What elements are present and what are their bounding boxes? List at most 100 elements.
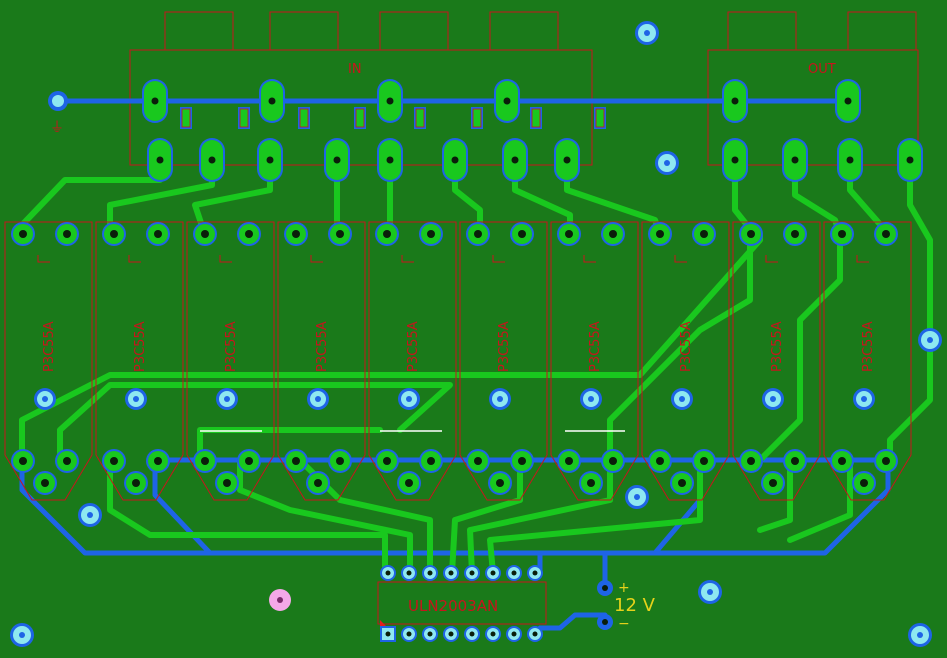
relay-label: P3C55A [315, 321, 330, 372]
connector-pad-bottom [442, 138, 468, 182]
jack-3 [379, 11, 449, 51]
ic-label: ULN2003AN [408, 597, 498, 615]
relay-coil-pad [237, 222, 261, 246]
mounting-holes [10, 21, 942, 647]
relay-common-pad [488, 471, 512, 495]
relay-mount-hole [489, 388, 511, 410]
relay-common-pad [579, 471, 603, 495]
smd-pad [298, 107, 310, 129]
relay-contact-pad [193, 449, 217, 473]
ic-pin-top [443, 565, 459, 581]
relay-label: P3C55A [497, 321, 512, 372]
relay-coil-pad [466, 222, 490, 246]
connector-pad-bottom [782, 138, 808, 182]
relay-contact-pad [11, 449, 35, 473]
relay-coil-pad [510, 222, 534, 246]
relay-contact-pad [783, 449, 807, 473]
connector-pads [142, 79, 923, 182]
relay: P3C55A [4, 221, 93, 501]
relay-contact-pad [328, 449, 352, 473]
relay: P3C55A [277, 221, 366, 501]
connector-pad-bottom [257, 138, 283, 182]
relay-contact-pad [510, 449, 534, 473]
relay-contact-pad [557, 449, 581, 473]
relay-contact-pad [466, 449, 490, 473]
relay-contact-pad [237, 449, 261, 473]
ic-pin-top [527, 565, 543, 581]
relay-coil-pad [692, 222, 716, 246]
in-connector-box [129, 49, 593, 166]
relay: P3C55A [550, 221, 639, 501]
power-plus-label: + [618, 580, 630, 596]
connector-pad-bottom [722, 138, 748, 182]
relay-mount-hole [580, 388, 602, 410]
connector-pad-bottom [324, 138, 350, 182]
jack-4 [489, 11, 559, 51]
ic-pin-top [380, 565, 396, 581]
relay: P3C55A [641, 221, 730, 501]
relay-coil-pad [874, 222, 898, 246]
relay-coil-pad [55, 222, 79, 246]
relay-mount-hole [671, 388, 693, 410]
relay-coil-pad [830, 222, 854, 246]
ic-pin-bottom [527, 626, 543, 642]
ic-pin-top [422, 565, 438, 581]
smd-pad [180, 107, 192, 129]
relay: P3C55A [368, 221, 457, 501]
relay-common-pad [670, 471, 694, 495]
relay: P3C55A [732, 221, 821, 501]
relay: P3C55A [823, 221, 912, 501]
ic-pin-bottom [506, 626, 522, 642]
connector-pad-bottom [897, 138, 923, 182]
ic-pin-bottom [422, 626, 438, 642]
relay-contact-pad [419, 449, 443, 473]
connector-pad-bottom [554, 138, 580, 182]
connector-pad-bottom [837, 138, 863, 182]
power-voltage-label: 12 V [614, 595, 656, 616]
relay-common-pad [124, 471, 148, 495]
relay-label: P3C55A [133, 321, 148, 372]
relay-common-pad [761, 471, 785, 495]
relay-pads [11, 222, 898, 495]
relay-contact-pad [55, 449, 79, 473]
relay-common-pad [852, 471, 876, 495]
ic-pins [380, 565, 543, 642]
relay-coil-pad [783, 222, 807, 246]
relay: P3C55A [459, 221, 548, 501]
relay-label: P3C55A [588, 321, 603, 372]
relay-coil-pad [102, 222, 126, 246]
relay-contact-pad [102, 449, 126, 473]
relay-contact-pad [375, 449, 399, 473]
connector-pad-bottom [502, 138, 528, 182]
relay-coil-pad [419, 222, 443, 246]
connector-pad-bottom [147, 138, 173, 182]
relay-coil-pad [11, 222, 35, 246]
relay-contact-pad [648, 449, 672, 473]
connector-pad-top [259, 79, 285, 123]
ground-symbol: ⏚ [50, 120, 64, 136]
relay-common-pad [215, 471, 239, 495]
relay-mount-hole [34, 388, 56, 410]
connector-pad-top [494, 79, 520, 123]
relay-mount-hole [125, 388, 147, 410]
jack-1 [164, 11, 234, 51]
relay-coil-pad [375, 222, 399, 246]
relay-label: P3C55A [861, 321, 876, 372]
relay-contact-pad [146, 449, 170, 473]
ic-pin-top [464, 565, 480, 581]
smd-pad [354, 107, 366, 129]
relay-coil-pad [648, 222, 672, 246]
mounting-hole [908, 623, 932, 647]
ic-pin-bottom [443, 626, 459, 642]
ground-pad: ⏚ [48, 91, 68, 136]
relay-contact-pad [284, 449, 308, 473]
relay-coil-pad [601, 222, 625, 246]
smd-pad [594, 107, 606, 129]
ic-footprint: ULN2003AN [377, 581, 547, 632]
ic-pin-bottom [401, 626, 417, 642]
mounting-hole-pink [269, 589, 291, 611]
relay-coil-pad [328, 222, 352, 246]
ic-pin-top [485, 565, 501, 581]
